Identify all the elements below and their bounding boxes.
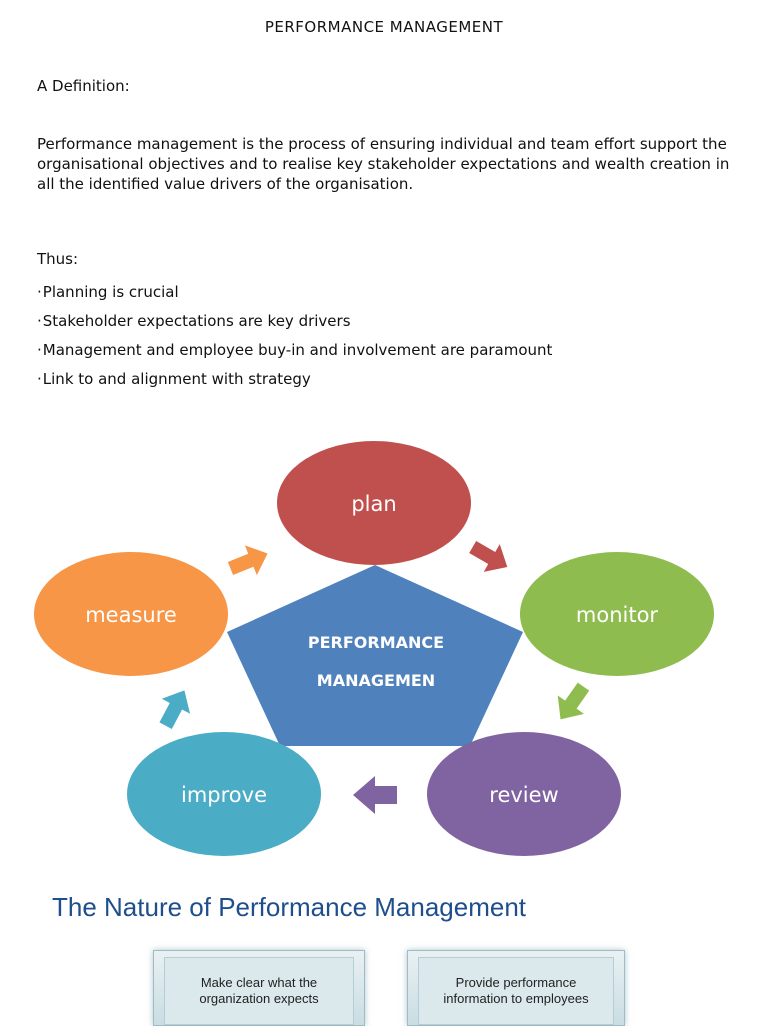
center-pentagon bbox=[227, 565, 523, 746]
definition-heading: A Definition: bbox=[37, 77, 130, 95]
review-circle bbox=[427, 732, 621, 856]
performance-cycle-diagram: PERFORMANCE MANAGEMEN plan monitor revie… bbox=[34, 441, 714, 856]
bullet-item: Planning is crucial bbox=[37, 278, 552, 307]
bullet-list: Planning is crucial Stakeholder expectat… bbox=[37, 278, 553, 394]
bullet-item: Link to and alignment with strategy bbox=[37, 365, 552, 394]
definition-text: Performance management is the process of… bbox=[37, 135, 730, 193]
center-label-line2: MANAGEMEN bbox=[317, 671, 435, 690]
nature-box-expectations-text: Make clear what the organization expects bbox=[164, 957, 354, 1025]
improve-circle bbox=[127, 732, 321, 856]
thus-label: Thus: bbox=[37, 250, 79, 268]
nature-title: The Nature of Performance Management bbox=[52, 892, 527, 922]
center-label-line1: PERFORMANCE bbox=[308, 633, 444, 652]
bullet-item: Management and employee buy-in and invol… bbox=[37, 336, 553, 365]
plan-label: plan bbox=[351, 492, 396, 516]
improve-label: improve bbox=[181, 783, 267, 807]
nature-box-expectations: Make clear what the organization expects bbox=[153, 950, 365, 1026]
nature-box-information-text: Provide performance information to emplo… bbox=[418, 957, 614, 1025]
arrow-improve-to-measure-icon bbox=[159, 690, 191, 729]
arrow-review-to-improve-icon bbox=[353, 776, 397, 814]
nature-box-information: Provide performance information to emplo… bbox=[407, 950, 625, 1026]
monitor-circle bbox=[520, 552, 714, 676]
measure-label: measure bbox=[85, 603, 177, 627]
arrow-measure-to-plan-icon bbox=[227, 545, 268, 576]
arrow-plan-to-monitor-icon bbox=[469, 540, 508, 572]
plan-circle bbox=[277, 441, 471, 565]
monitor-label: monitor bbox=[576, 603, 659, 627]
review-label: review bbox=[489, 783, 558, 807]
measure-circle bbox=[34, 552, 228, 676]
arrow-monitor-to-review-icon bbox=[557, 682, 590, 720]
bullet-item: Stakeholder expectations are key drivers bbox=[37, 307, 552, 336]
document-title: PERFORMANCE MANAGEMENT bbox=[264, 18, 504, 36]
